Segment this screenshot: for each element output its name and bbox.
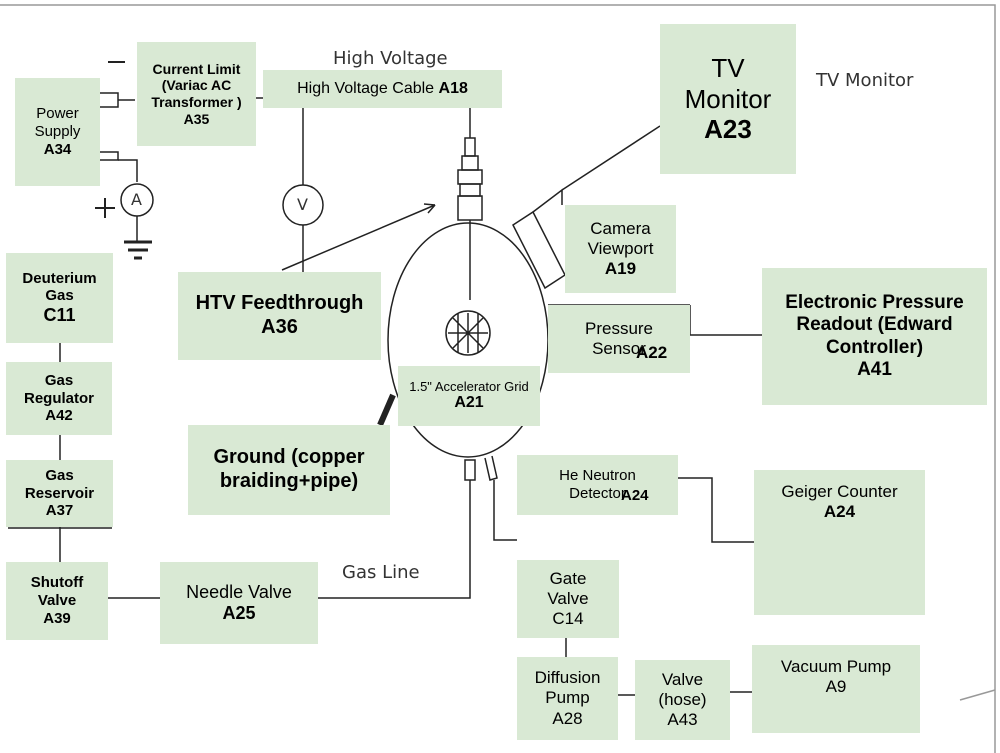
power-supply-code: A34	[43, 140, 72, 158]
hv-cable-box: High Voltage Cable A18	[263, 70, 502, 108]
valve-hose-box: Valve (hose) A43	[635, 660, 730, 740]
needle-valve-name: Needle Valve	[186, 581, 292, 602]
tv-monitor-name: TV Monitor	[684, 52, 772, 114]
geiger-counter-code: A24	[823, 502, 856, 522]
voltmeter-symbol: V	[297, 195, 308, 214]
shutoff-valve-code: A39	[43, 609, 71, 627]
accel-grid-code: A21	[454, 394, 484, 412]
htv-feedthrough-box: HTV Feedthrough A36	[178, 272, 381, 360]
ground-name: Ground (copper braiding+pipe)	[213, 446, 365, 492]
pressure-readout-name: Electronic Pressure Readout (Edward Cont…	[785, 291, 964, 358]
high-voltage-label: High Voltage	[333, 48, 448, 69]
vacuum-pump-code: A9	[825, 677, 847, 697]
pressure-sensor-code: A22	[636, 343, 668, 362]
shutoff-valve-box: Shutoff Valve A39	[6, 562, 108, 640]
gas-regulator-name: Gas Regulator	[23, 371, 94, 407]
needle-valve-code: A25	[222, 603, 256, 623]
gas-reservoir-name: Gas Reservoir	[24, 466, 95, 502]
valve-hose-code: A43	[667, 710, 698, 730]
deuterium-gas-name: Deuterium Gas	[22, 269, 97, 305]
gas-reservoir-code: A37	[45, 502, 74, 520]
deuterium-gas-code: C11	[43, 305, 76, 326]
power-supply-box: Power Supply A34	[15, 78, 100, 186]
hv-cable-name: High Voltage Cable	[297, 79, 435, 97]
geiger-counter-name: Geiger Counter	[781, 482, 898, 501]
gas-reservoir-box: Gas Reservoir A37	[6, 460, 113, 527]
needle-valve-box: Needle Valve A25	[160, 562, 318, 644]
deuterium-gas-box: Deuterium Gas C11	[6, 253, 113, 343]
current-limit-box: Current Limit (Variac AC Transformer ) A…	[137, 42, 256, 146]
pressure-readout-code: A41	[857, 358, 892, 380]
pressure-sensor-name: Pressure Sensor	[584, 318, 654, 358]
accel-grid-box: 1.5" Accelerator Grid A21	[398, 366, 540, 426]
he-detector-box: He Neutron Detector A24	[517, 455, 678, 515]
htv-feedthrough-name: HTV Feedthrough A36	[195, 292, 364, 338]
gas-regulator-box: Gas Regulator A42	[6, 362, 112, 435]
current-limit-name: Current Limit (Variac AC Transformer ) A…	[151, 60, 242, 127]
ground-box: Ground (copper braiding+pipe)	[188, 425, 390, 515]
diffusion-pump-box: Diffusion Pump A28	[517, 657, 618, 740]
vacuum-pump-name: Vacuum Pump	[780, 657, 892, 676]
diffusion-pump-name: Diffusion Pump	[534, 668, 601, 708]
gate-valve-name: Gate Valve	[547, 568, 589, 608]
tv-monitor-box: TV Monitor A23	[660, 24, 796, 174]
camera-viewport-box: Camera Viewport A19	[565, 205, 676, 293]
shutoff-valve-name: Shutoff Valve	[30, 574, 84, 610]
pressure-sensor-box: Pressure Sensor A22	[548, 305, 690, 373]
tv-monitor-label: TV Monitor	[816, 70, 914, 91]
accel-grid-name: 1.5" Accelerator Grid	[409, 378, 529, 394]
pressure-readout-box: Electronic Pressure Readout (Edward Cont…	[762, 268, 987, 405]
power-supply-name: Power Supply	[34, 105, 81, 141]
gas-line-label: Gas Line	[342, 562, 420, 583]
vacuum-pump-box: Vacuum Pump A9	[752, 645, 920, 733]
valve-hose-name: Valve (hose)	[658, 669, 707, 709]
he-detector-code: A24	[621, 487, 649, 504]
ammeter-symbol: A	[131, 190, 142, 209]
camera-viewport-code: A19	[604, 259, 637, 279]
tv-monitor-code: A23	[704, 114, 752, 145]
diffusion-pump-code: A28	[552, 708, 583, 728]
hv-cable-code: A18	[438, 79, 468, 97]
gate-valve-box: Gate Valve C14	[517, 560, 619, 638]
gate-valve-code: C14	[552, 609, 584, 629]
gas-regulator-code: A42	[45, 407, 73, 425]
geiger-counter-box: Geiger Counter A24	[754, 470, 925, 615]
camera-viewport-name: Camera Viewport	[587, 218, 654, 258]
he-detector-name: He Neutron Detector	[559, 467, 636, 502]
